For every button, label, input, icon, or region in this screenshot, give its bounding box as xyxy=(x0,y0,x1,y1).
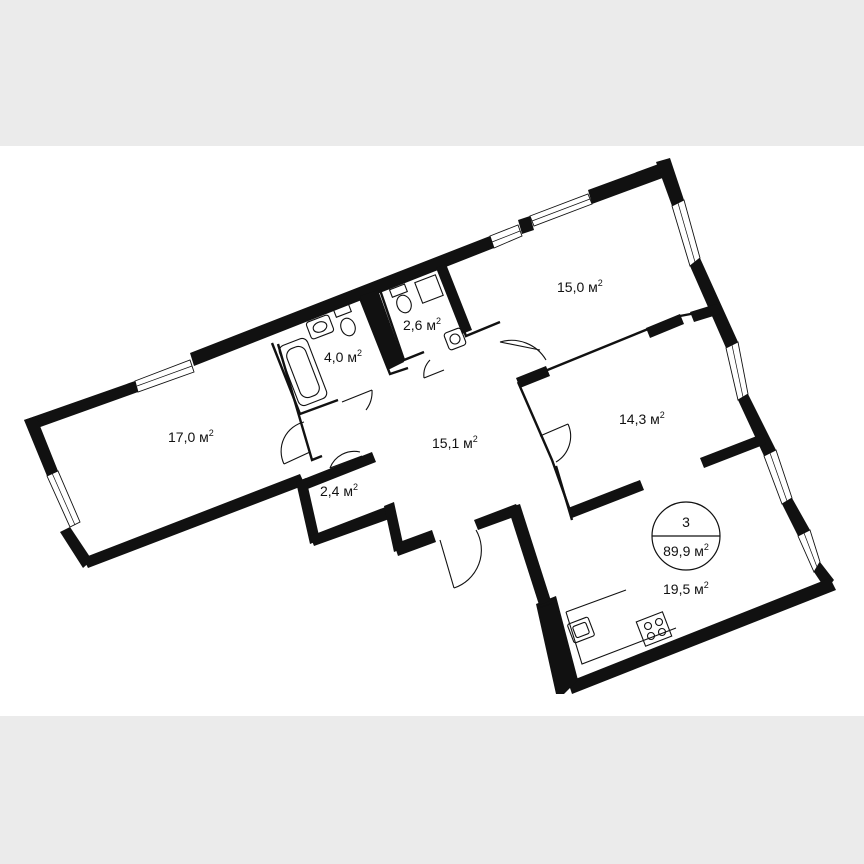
room-area-storage: 2,4 м2 xyxy=(320,482,358,499)
window-east-4 xyxy=(797,529,821,573)
room-area-toilet: 2,6 м2 xyxy=(403,316,441,333)
room-area-bedroom-middle: 14,3 м2 xyxy=(619,410,665,427)
bathtub-icon xyxy=(278,337,328,407)
toilet-bathroom-icon xyxy=(332,303,356,337)
doors xyxy=(280,339,572,589)
rooms-count: 3 xyxy=(682,514,690,530)
fixtures xyxy=(278,274,677,665)
outer-walls xyxy=(24,158,836,694)
kitchen-sink-icon xyxy=(567,616,595,644)
room-area-kitchen-living: 19,5 м2 xyxy=(663,580,709,597)
window-west-side xyxy=(46,470,81,528)
window-north-1 xyxy=(489,224,523,249)
stove-icon xyxy=(635,611,673,647)
sink-wc-icon xyxy=(443,327,467,351)
door-bedroom-middle xyxy=(539,423,572,463)
window-east-1 xyxy=(671,199,701,267)
plan-sheet xyxy=(0,146,864,716)
window-west-north xyxy=(134,359,195,393)
total-area: 89,9 м2 xyxy=(663,542,709,559)
window-east-3 xyxy=(763,449,793,505)
kitchen-counter xyxy=(565,589,677,665)
toilet-wc-icon xyxy=(388,283,412,314)
door-bedroom-north xyxy=(499,339,547,361)
door-toilet xyxy=(423,359,445,379)
window-east-2 xyxy=(725,341,749,401)
apartment-badge: 3 89,9 м2 xyxy=(651,501,721,571)
room-labels: 17,0 м2 4,0 м2 2,6 м2 15,0 м2 15,1 м2 14… xyxy=(168,278,709,597)
windows xyxy=(46,193,821,573)
door-bathroom xyxy=(341,389,373,411)
interior-thick-walls xyxy=(360,264,766,518)
washer-icon xyxy=(414,274,444,304)
room-area-hall: 15,1 м2 xyxy=(432,434,478,451)
room-area-bathroom: 4,0 м2 xyxy=(324,348,362,365)
sink-bathroom-icon xyxy=(305,314,335,340)
door-living-west xyxy=(280,421,311,465)
door-storage xyxy=(329,450,363,469)
room-area-bedroom-north: 15,0 м2 xyxy=(557,278,603,295)
window-north-2 xyxy=(529,193,593,227)
door-entrance xyxy=(439,529,482,589)
room-area-living-west: 17,0 м2 xyxy=(168,428,214,445)
